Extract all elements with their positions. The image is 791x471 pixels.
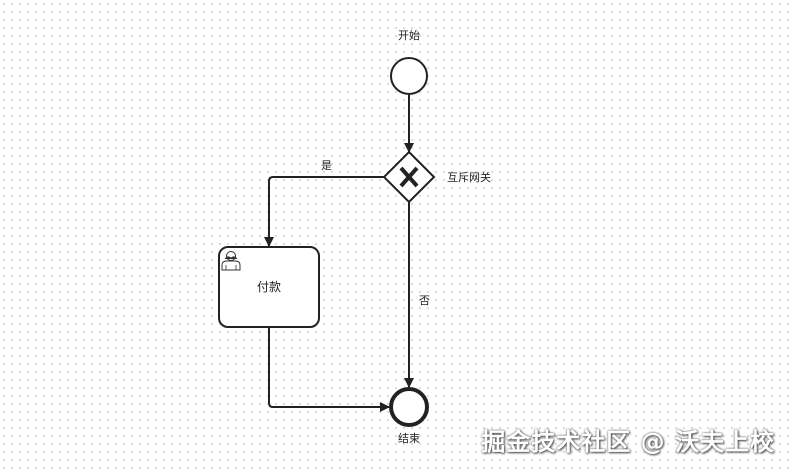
start-event-label: 开始 [398, 29, 420, 42]
gateway-x-icon [399, 166, 419, 188]
yes-flow-label: 是 [321, 159, 332, 172]
flow-gateway-to-task-yes[interactable] [264, 176, 385, 247]
end-event[interactable] [389, 387, 429, 427]
flow-task-to-end[interactable] [268, 327, 390, 412]
exclusive-gateway[interactable] [382, 150, 436, 204]
no-flow-label: 否 [419, 294, 430, 307]
user-task[interactable] [218, 246, 320, 328]
start-event[interactable] [390, 57, 428, 95]
gateway-label: 互斥网关 [447, 171, 491, 184]
task-label: 付款 [257, 280, 282, 294]
end-event-label: 结束 [398, 432, 420, 445]
user-icon [221, 251, 241, 271]
watermark: 掘金技术社区 @ 沃夫上校 [481, 428, 775, 456]
